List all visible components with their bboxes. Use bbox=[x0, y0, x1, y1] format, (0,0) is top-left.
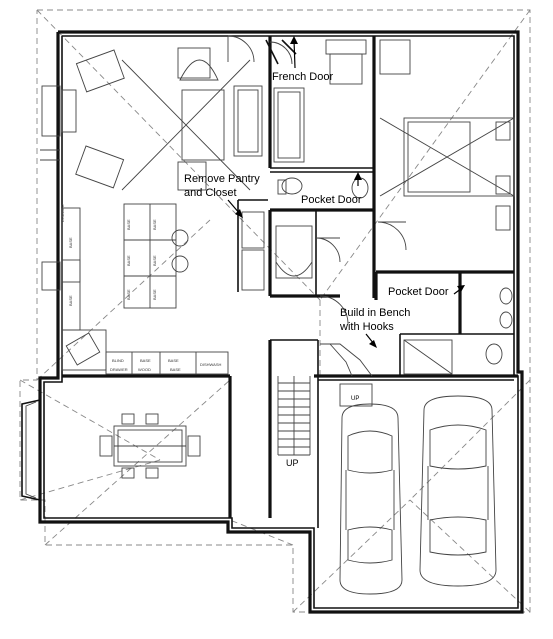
cab-label: BASE bbox=[68, 295, 73, 306]
annotation-pocket-door-top: Pocket Door bbox=[301, 172, 362, 206]
baths bbox=[275, 177, 513, 375]
bedroom bbox=[379, 39, 515, 231]
annotation-pocket-door-right: Pocket Door bbox=[388, 285, 465, 298]
pocket-door-right-label: Pocket Door bbox=[388, 286, 449, 298]
dining bbox=[21, 399, 201, 501]
exterior-walls bbox=[38, 30, 524, 614]
remove-pantry-label-1: Remove Pantry bbox=[184, 173, 260, 185]
remove-pantry-label-2: and Closet bbox=[184, 187, 237, 199]
doors bbox=[227, 35, 420, 325]
annotation-remove-pantry: Remove Pantry and Closet bbox=[184, 173, 260, 218]
cab-label: BASE bbox=[152, 219, 157, 230]
cab-label: BASE bbox=[126, 255, 131, 266]
cab-label: BLIND bbox=[112, 358, 124, 363]
cab-label: BASE bbox=[170, 367, 181, 372]
french-door-label: French Door bbox=[272, 71, 333, 83]
den bbox=[273, 39, 367, 163]
annotation-french-door: French Door bbox=[272, 36, 333, 83]
interior-walls bbox=[62, 36, 518, 528]
pocket-door-top-label: Pocket Door bbox=[301, 194, 362, 206]
annotation-bench: Build in Bench with Hooks bbox=[339, 307, 410, 348]
roof-outline bbox=[19, 9, 531, 613]
stair-up-label: UP bbox=[286, 458, 299, 468]
kitchen bbox=[41, 203, 265, 375]
cab-label: DRAWER bbox=[110, 367, 128, 372]
cab-label: DRAWER bbox=[60, 204, 65, 222]
bench-label-2: with Hooks bbox=[339, 321, 394, 333]
cab-label: BASE bbox=[152, 255, 157, 266]
car-right bbox=[419, 395, 497, 587]
stair-up-garage-label: UP bbox=[351, 396, 359, 402]
car-left bbox=[339, 403, 403, 595]
cabinet-labels: DRAWER BASE BASE BASE BASE BASE BASE BAS… bbox=[60, 204, 222, 372]
cab-label: BASE bbox=[68, 237, 73, 248]
cab-label: BASE bbox=[140, 358, 151, 363]
cab-label: BASE bbox=[126, 219, 131, 230]
cab-label: WOOD bbox=[138, 367, 151, 372]
cab-label: DISHWASH bbox=[200, 362, 222, 367]
cab-label: BASE bbox=[168, 358, 179, 363]
garage bbox=[339, 395, 497, 595]
living-furniture bbox=[40, 47, 263, 191]
stairs bbox=[277, 343, 373, 456]
cab-label: BASE bbox=[152, 289, 157, 300]
cab-label: BASE bbox=[126, 289, 131, 300]
bench-label-1: Build in Bench bbox=[340, 307, 410, 319]
